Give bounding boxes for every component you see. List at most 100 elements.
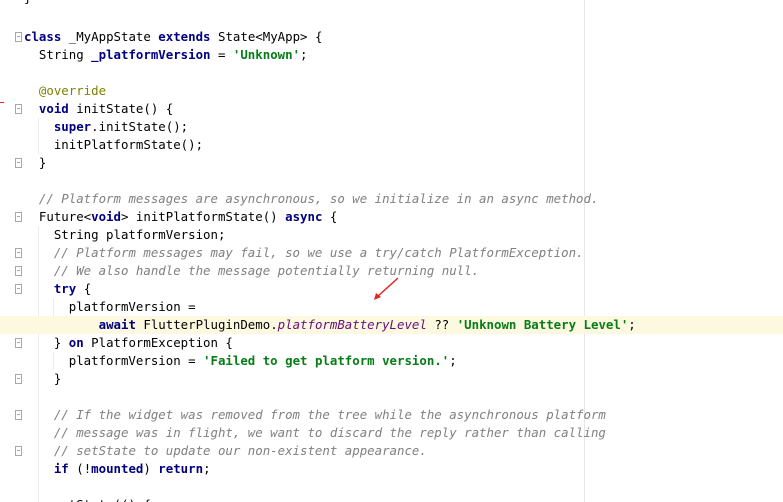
code-token: 'Unknown Battery Level' [456, 317, 629, 332]
code-token: String [24, 47, 92, 62]
code-line-text: // Platform messages may fail, so we use… [24, 244, 584, 262]
code-line-text: platformVersion = 'Failed to get platfor… [24, 352, 457, 370]
code-token [24, 191, 39, 206]
code-token [24, 443, 54, 458]
code-token: { [329, 209, 338, 224]
code-token: } [24, 155, 47, 170]
code-line[interactable]: // Platform messages are asynchronous, s… [0, 190, 783, 208]
fold-marker-icon[interactable] [15, 446, 22, 456]
code-line[interactable]: } on PlatformException { [0, 334, 783, 352]
right-margin-guide [584, 0, 585, 502]
indent-guide [53, 352, 54, 370]
code-token: mounted [91, 461, 144, 476]
code-token: } [24, 335, 69, 350]
fold-marker-icon[interactable] [15, 158, 22, 168]
code-token: @override [38, 83, 107, 98]
code-line-text: @override [24, 82, 106, 100]
code-line-text: // We also handle the message potentiall… [24, 262, 479, 280]
code-token: if [53, 461, 77, 476]
code-token: ?? [426, 317, 457, 332]
fold-marker-icon[interactable] [15, 374, 22, 384]
code-line[interactable]: try { [0, 280, 783, 298]
code-line[interactable]: if (!mounted) return; [0, 460, 783, 478]
code-token: initPlatformState(); [24, 137, 204, 152]
code-line[interactable]: setState(() { [0, 496, 783, 502]
fold-marker-icon[interactable] [15, 284, 22, 294]
code-line-text: void initState() { [24, 100, 173, 118]
code-token: ; [628, 317, 636, 332]
code-line[interactable]: // message was in flight, we want to dis… [0, 424, 783, 442]
fold-marker-icon[interactable] [15, 32, 22, 42]
code-token: ; [203, 461, 211, 476]
code-line[interactable]: } [0, 154, 783, 172]
code-token: // Platform messages may fail, so we use… [53, 245, 584, 260]
code-token: super [53, 119, 92, 134]
code-line-text: await FlutterPluginDemo.platformBatteryL… [24, 316, 636, 334]
code-token: > initPlatformState() [120, 209, 286, 224]
code-line[interactable]: initPlatformState(); [0, 136, 783, 154]
fold-marker-icon[interactable] [15, 212, 22, 222]
code-token [24, 83, 39, 98]
code-line[interactable] [0, 172, 783, 190]
code-token: initState() { [76, 101, 174, 116]
code-token: // If the widget was removed from the tr… [53, 407, 606, 422]
code-token: platformBatteryLevel [277, 317, 427, 332]
code-line-text: // If the widget was removed from the tr… [24, 406, 606, 424]
code-token: .initState(); [91, 119, 189, 134]
code-line[interactable]: // We also handle the message potentiall… [0, 262, 783, 280]
code-token [24, 263, 54, 278]
code-token: // setState to update our non-existent a… [53, 443, 427, 458]
indent-guide [38, 118, 39, 154]
code-token: on [68, 335, 92, 350]
fold-marker-icon[interactable] [15, 266, 22, 276]
code-line-text: String _platformVersion = 'Unknown'; [24, 46, 308, 64]
code-line[interactable]: void initState() { [0, 100, 783, 118]
code-token [24, 281, 54, 296]
code-line[interactable]: } [0, 370, 783, 388]
fold-marker-icon[interactable] [15, 248, 22, 258]
code-token: _MyAppState [68, 29, 159, 44]
code-line[interactable]: // Platform messages may fail, so we use… [0, 244, 783, 262]
code-line-text: // message was in flight, we want to dis… [24, 424, 606, 442]
fold-marker-icon[interactable] [15, 338, 22, 348]
code-line[interactable]: platformVersion = 'Failed to get platfor… [0, 352, 783, 370]
fold-marker-icon[interactable] [15, 410, 22, 420]
code-token: async [285, 209, 330, 224]
code-token: _platformVersion [91, 47, 211, 62]
code-token: 'Failed to get platform version.' [203, 353, 450, 368]
code-line[interactable]: @override [0, 82, 783, 100]
code-line[interactable] [0, 64, 783, 82]
fold-marker-icon[interactable] [15, 104, 22, 114]
code-line[interactable] [0, 388, 783, 406]
code-token: { [83, 281, 92, 296]
code-line[interactable]: String _platformVersion = 'Unknown'; [0, 46, 783, 64]
edge-marker [0, 102, 4, 103]
code-line-text: } [24, 370, 61, 388]
code-line-text: String platformVersion; [24, 226, 226, 244]
code-line-text: } [24, 154, 46, 172]
code-token [24, 407, 54, 422]
code-token [24, 425, 54, 440]
code-line[interactable]: Future<void> initPlatformState() async { [0, 208, 783, 226]
code-line[interactable]: String platformVersion; [0, 226, 783, 244]
code-token: // We also handle the message potentiall… [53, 263, 480, 278]
arrow-head [374, 293, 381, 300]
code-line[interactable]: // setState to update our non-existent a… [0, 442, 783, 460]
code-token: await [98, 317, 144, 332]
code-line-text: try { [24, 280, 91, 298]
code-line[interactable]: class _MyAppState extends State<MyApp> { [0, 28, 783, 46]
code-line[interactable]: platformVersion = [0, 298, 783, 316]
code-token: class [24, 29, 69, 44]
code-token: void [91, 209, 121, 224]
code-token: Future< [24, 209, 92, 224]
code-line[interactable]: super.initState(); [0, 118, 783, 136]
code-line[interactable]: // If the widget was removed from the tr… [0, 406, 783, 424]
code-token: State<MyApp> { [217, 29, 323, 44]
code-line[interactable] [0, 478, 783, 496]
code-token [24, 461, 54, 476]
code-line-text: class _MyAppState extends State<MyApp> { [24, 28, 322, 46]
arrow-shaft [376, 277, 399, 298]
code-token: ; [300, 47, 308, 62]
code-line-current[interactable]: await FlutterPluginDemo.platformBatteryL… [0, 316, 783, 334]
